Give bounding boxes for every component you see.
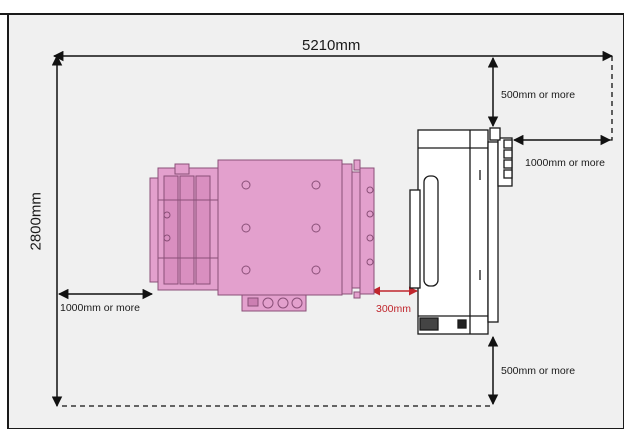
gap-label: 300mm bbox=[376, 303, 412, 315]
height-label: 2800mm bbox=[27, 192, 45, 251]
top-clearance-label: 500mm or more bbox=[501, 89, 576, 101]
width-label: 5210mm bbox=[302, 37, 361, 54]
right-clearance-label: 1000mm or more bbox=[525, 157, 605, 169]
bottom-clearance-label: 500mm or more bbox=[501, 365, 576, 377]
feeder-unit-drawing bbox=[149, 159, 375, 312]
printer-drawing bbox=[409, 127, 513, 335]
left-clearance-label: 1000mm or more bbox=[60, 302, 140, 314]
